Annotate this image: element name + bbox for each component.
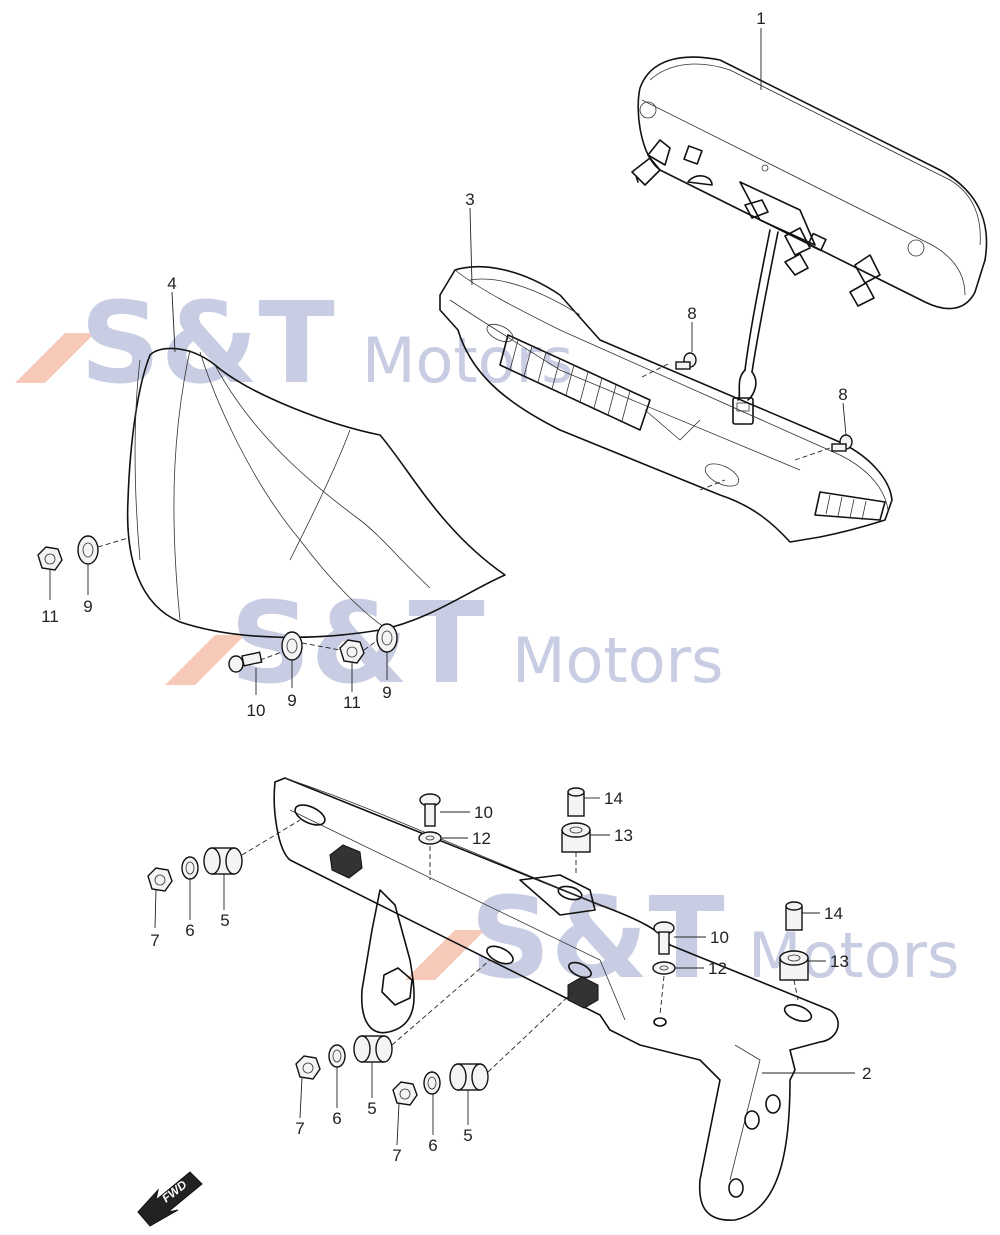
screw-10a [228,651,263,673]
screw-10b [419,793,441,827]
damper-5b [353,1035,393,1063]
watermark-word: Motors [362,324,573,397]
callout-9: 9 [382,683,391,702]
watermark-slash [15,333,95,383]
fwd-arrow-icon: FWD [137,1171,203,1227]
watermark-word: Motors [748,919,959,992]
callout-12: 12 [708,959,727,978]
collar-14b [785,901,803,931]
watermark-slash [405,930,485,980]
callout-5: 5 [367,1099,376,1118]
washer-6c [423,1071,441,1095]
washer-6a [181,856,199,880]
damper-5a [203,847,243,875]
callout-2: 2 [862,1064,871,1083]
callout-11: 11 [343,693,361,712]
callout-6: 6 [185,921,194,940]
callout-14: 14 [824,904,843,923]
callout-3: 3 [465,190,474,209]
washer-6b [328,1044,346,1068]
callout-9: 9 [287,691,296,710]
screw-8b [831,434,853,452]
nut-11b [339,639,365,664]
nut-7b [295,1055,321,1080]
watermark-brand: S&T [470,874,725,1004]
grommet-13b [779,950,809,981]
meter-assembly [631,56,988,425]
callout-7: 7 [392,1146,401,1165]
nut-7a [147,867,173,892]
leader-lines [49,28,855,1146]
watermark-word: Motors [512,624,723,697]
washer-9a [77,535,99,565]
callout-7: 7 [295,1119,304,1138]
callout-8: 8 [687,304,696,323]
callout-11: 11 [41,607,59,626]
callout-10: 10 [247,701,266,720]
washer-9c [376,623,398,653]
watermark-top: S&T Motors [15,279,573,409]
callout-5: 5 [220,911,229,930]
grommet-13a [561,822,591,853]
watermark-bottom: S&T Motors [405,874,959,1004]
watermark-brand: S&T [80,279,335,409]
washer-12a [418,831,442,845]
callouts: 1 3 4 8 8 11 9 10 9 11 9 10 12 14 13 10 … [41,9,871,1165]
callout-4: 4 [167,274,176,293]
washer-9b [281,631,303,661]
callout-5: 5 [463,1126,472,1145]
callout-10: 10 [474,803,493,822]
watermark-middle: S&T Motors [165,579,723,709]
washer-12b [652,961,676,975]
windshield [126,347,506,639]
watermark-slash [165,635,245,685]
callout-9: 9 [83,597,92,616]
callout-1: 1 [756,9,765,28]
callout-6: 6 [332,1109,341,1128]
assembly-lines [97,363,831,1073]
collar-14a [567,787,585,817]
callout-12: 12 [472,829,491,848]
meter-cover [439,265,893,543]
callout-8: 8 [838,385,847,404]
callout-13: 13 [830,952,849,971]
screw-10c [653,921,675,955]
nut-11a [37,546,63,571]
nut-7c [392,1081,418,1106]
callout-10: 10 [710,928,729,947]
callout-13: 13 [614,826,633,845]
damper-5c [449,1063,489,1091]
callout-6: 6 [428,1136,437,1155]
callout-14: 14 [604,789,623,808]
callout-7: 7 [150,931,159,950]
vent-slats [509,339,631,422]
screw-8a [675,352,697,370]
